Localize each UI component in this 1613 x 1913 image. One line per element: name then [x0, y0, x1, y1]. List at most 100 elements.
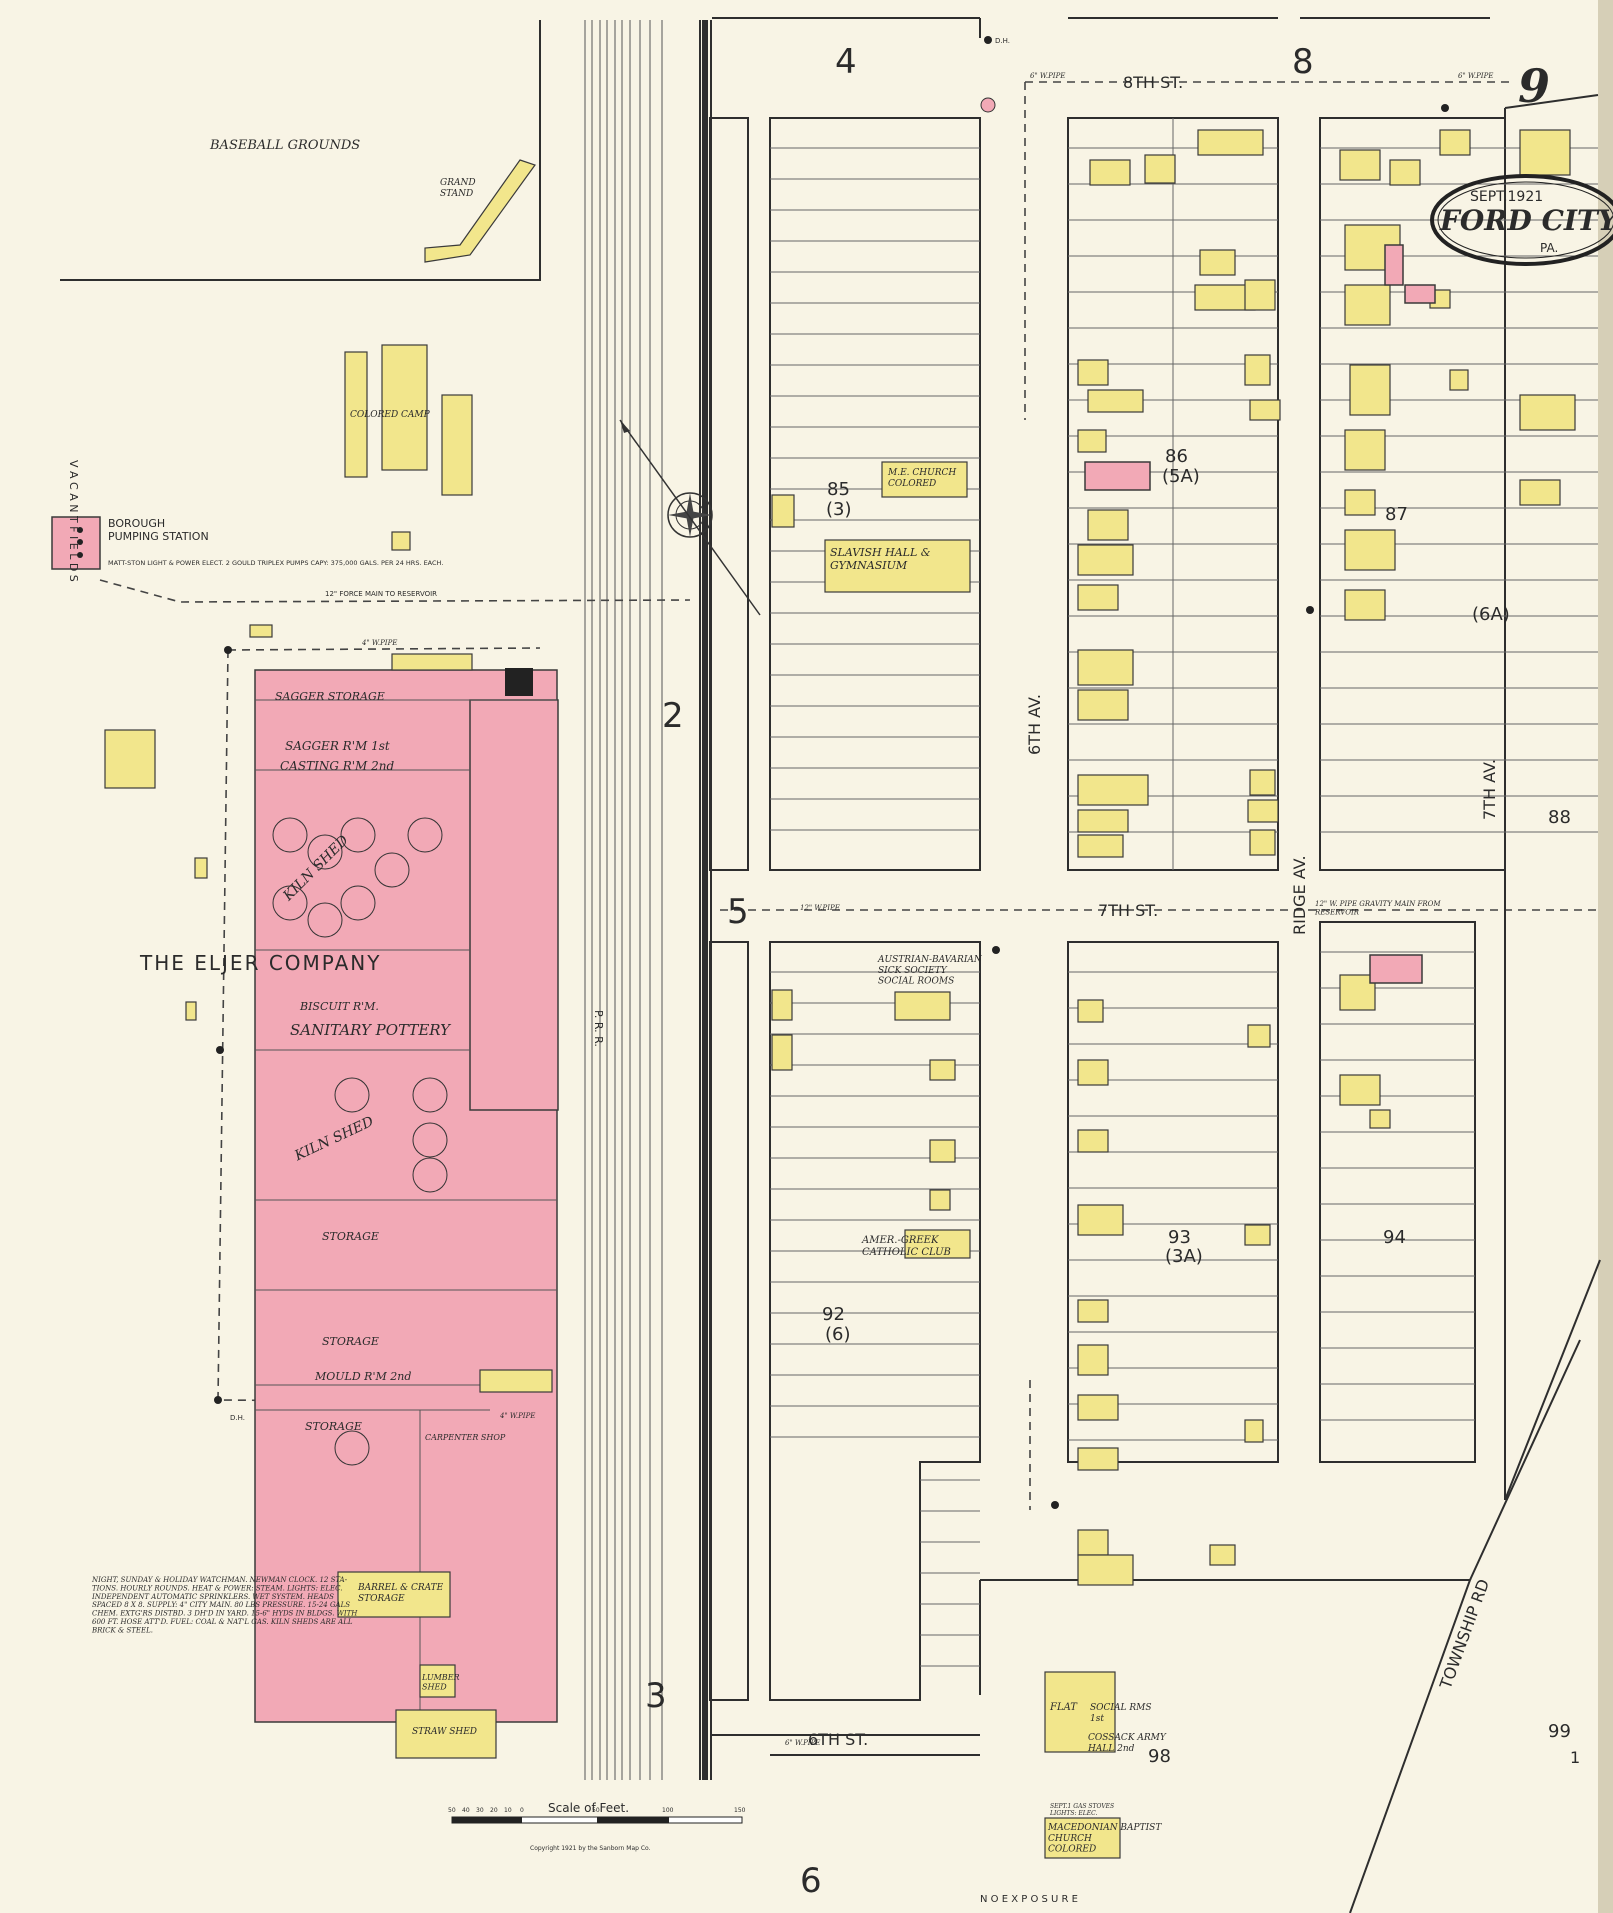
street-7th: 7TH ST. — [1098, 901, 1158, 920]
dwelling — [1077, 689, 1129, 721]
label-force-main: 12" FORCE MAIN TO RESERVOIR — [325, 590, 437, 598]
dwelling — [1077, 834, 1124, 858]
label-slavish: SLAVISH HALL &GYMNASIUM — [830, 546, 931, 572]
dwelling — [1077, 1299, 1109, 1323]
street-7th-av: 7TH AV. — [1480, 759, 1499, 820]
label-notes: NIGHT, SUNDAY & HOLIDAY WATCHMAN. NEWMAN… — [91, 1576, 358, 1634]
block-sub-87: (6A) — [1472, 604, 1510, 625]
block-number-93: 93 — [1168, 1227, 1191, 1248]
dwelling — [1449, 369, 1469, 391]
section-2: 2 — [662, 696, 684, 736]
dwelling — [1244, 354, 1271, 386]
block-93 — [1067, 941, 1279, 1463]
eljer-factory — [254, 653, 559, 1723]
dwelling — [1077, 584, 1119, 611]
scale-tick: 40 — [462, 1807, 470, 1814]
dwelling — [1339, 149, 1381, 181]
dwelling — [1077, 1529, 1109, 1556]
block-number-86: 86 — [1165, 446, 1188, 467]
label-pipe-6th: 6" W.PIPE — [785, 1739, 820, 1747]
macedonian-church — [1044, 1817, 1121, 1859]
amer-greek-club-building — [904, 1229, 971, 1259]
dwelling — [1249, 769, 1276, 796]
label-straw: STRAW SHED — [412, 1727, 477, 1737]
dwelling — [1519, 394, 1576, 431]
railroad-tracks — [584, 20, 712, 1780]
block-85 — [709, 117, 981, 871]
dwelling — [1244, 1224, 1271, 1246]
dwelling — [1077, 544, 1134, 576]
dwelling — [929, 1189, 951, 1211]
austrian-bavarian-building — [894, 991, 951, 1021]
label-pumping-note: MATT-STON LIGHT & POWER ELECT. 2 GOULD T… — [108, 559, 443, 567]
dwelling — [1344, 529, 1396, 571]
label-copyright: Copyright 1921 by the Sanborn Map Co. — [530, 1845, 651, 1852]
dwelling — [1369, 1109, 1391, 1129]
label-prr: P. R. R. — [592, 1010, 605, 1047]
grandstand — [424, 159, 536, 263]
street-8th: 8TH ST. — [1123, 73, 1183, 92]
label-colored-camp: COLORED CAMP — [350, 410, 431, 420]
scale-tick: 50 — [448, 1807, 456, 1814]
cossack-army-hall — [1044, 1671, 1116, 1753]
title-town: FORD CITY — [1439, 204, 1613, 237]
label-biscuit-rm: BISCUIT R'M. — [299, 1000, 379, 1013]
dwelling — [929, 1059, 956, 1081]
dwelling — [1089, 159, 1131, 186]
dwelling — [1077, 429, 1107, 453]
hydrants — [214, 36, 1449, 1509]
label-pipe-4in-south: 4" W.PIPE — [499, 1412, 535, 1420]
label-dh-2: D.H. — [230, 1414, 245, 1422]
label-sagger-rm: SAGGER R'M 1st — [285, 739, 390, 753]
dwelling — [1249, 399, 1281, 421]
block-number-85: 85 — [827, 479, 850, 500]
block-sub-92: (6) — [825, 1324, 851, 1345]
dwelling — [1197, 129, 1264, 156]
dwelling — [1077, 1394, 1119, 1421]
dwelling — [1344, 489, 1376, 516]
label-pipe-4in: 4" W.PIPE — [361, 639, 397, 647]
dwelling — [1339, 974, 1376, 1011]
label-company: THE ELJER COMPANY — [139, 951, 381, 975]
borough-pumping-station — [51, 516, 101, 570]
label-no-exposure: N O E X P O S U R E — [980, 1894, 1078, 1905]
dwelling — [1144, 154, 1176, 184]
label-storage-1: STORAGE — [322, 1230, 379, 1243]
dwelling — [1439, 129, 1471, 156]
block-number-94: 94 — [1383, 1227, 1406, 1248]
scale-tick: 20 — [490, 1807, 498, 1814]
dwelling — [1339, 1074, 1381, 1106]
section-3: 3 — [645, 1676, 667, 1716]
dwelling — [1077, 774, 1149, 806]
label-sagger-storage: SAGGER STORAGE — [275, 690, 385, 703]
compass-rose — [619, 419, 761, 616]
block-88-edge — [1504, 94, 1599, 1500]
dwelling — [1077, 999, 1104, 1023]
dwelling — [1244, 279, 1276, 311]
street-6th-av: 6TH AV. — [1025, 694, 1044, 755]
dwelling — [771, 989, 793, 1021]
lumber-shed — [419, 1664, 456, 1698]
dwelling — [1077, 1447, 1119, 1471]
dwelling — [1344, 589, 1386, 621]
scale-tick: 150 — [734, 1807, 746, 1814]
scale-tick: 10 — [504, 1807, 512, 1814]
me-church-building — [881, 461, 968, 498]
street-ridge-av: RIDGE AV. — [1290, 855, 1309, 935]
binding-edge — [1598, 0, 1613, 1913]
label-vacant-fields: V A C A N T F I E L D S — [67, 460, 80, 582]
label-mould-rm: MOULD R'M 2nd — [314, 1370, 411, 1383]
dwelling — [1077, 1129, 1109, 1153]
dwelling — [1344, 429, 1386, 471]
